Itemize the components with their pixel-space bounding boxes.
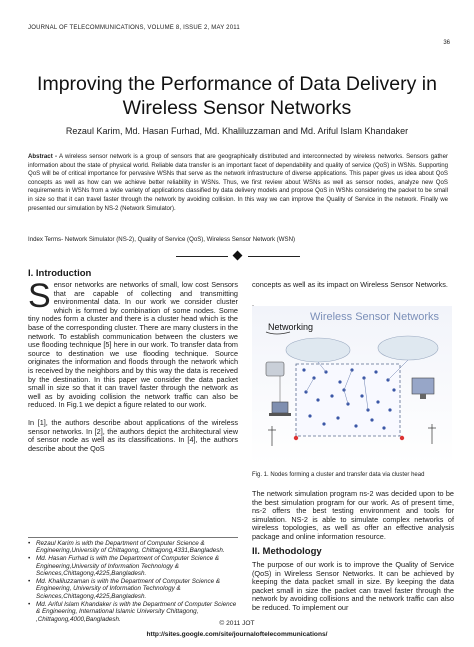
figure-caption: Fig. 1. Nodes forming a cluster and tran… <box>252 472 425 478</box>
abstract-text: A wireless sensor network is a group of … <box>28 153 448 212</box>
paper-title: Improving the Performance of Data Delive… <box>37 73 437 119</box>
right-paragraph-1: The network simulation program ns-2 was … <box>252 489 454 541</box>
intro-paragraph-2: In [1], the authors describe about appli… <box>28 417 238 453</box>
cluster-area <box>285 337 351 363</box>
laptop-icon <box>271 401 289 414</box>
authors: Rezaul Karim, Md. Hasan Furhad, Md. Khal… <box>65 126 409 136</box>
monitor-icon <box>411 377 435 395</box>
section-divider <box>176 250 300 261</box>
index-terms: Index Terms- Network Simulator (NS-2), Q… <box>28 236 296 243</box>
figure-1: Wireless Sensor Networks Networking <box>252 306 452 464</box>
wsn-diagram: Wireless Sensor Networks Networking <box>252 306 452 464</box>
footnotes: Rezaul Karim is with the Department of C… <box>28 540 238 623</box>
footnote-rule <box>28 537 238 538</box>
section-heading-methodology: II. Methodology <box>252 546 322 557</box>
methodology-paragraph: The purpose of our work is to improve th… <box>252 560 454 612</box>
gateway-icon <box>265 361 285 377</box>
footnote: Md. Ariful Islam Khandaker is with the D… <box>28 601 238 623</box>
footnote: Md. Khaliluzzaman is with the Department… <box>28 578 238 600</box>
journal-header: JOURNAL OF TELECOMMUNICATIONS, VOLUME 8,… <box>28 25 240 31</box>
cluster-area <box>377 335 439 361</box>
label-networking: Networking <box>268 322 313 332</box>
sensor-field <box>295 363 401 437</box>
footnote: Rezaul Karim is with the Department of C… <box>28 540 238 555</box>
copyright: © 2011 JOT <box>219 620 255 627</box>
diamond-icon <box>232 250 243 261</box>
antenna-icon <box>268 424 436 446</box>
abstract-label: Abstract - <box>28 153 58 160</box>
stray-dot: . <box>252 299 255 308</box>
diagram-title: Wireless Sensor Networks <box>310 311 439 323</box>
drop-cap: S <box>28 277 51 315</box>
page-number: 36 <box>443 40 450 46</box>
abstract: Abstract - A wireless sensor network is … <box>28 153 448 213</box>
section-heading-introduction: I. Introduction <box>28 268 92 279</box>
right-column: The network simulation program ns-2 was … <box>252 489 454 551</box>
journal-url[interactable]: http://sites.google.com/site/journalofte… <box>146 631 328 638</box>
right-para-continued: concepts as well as its impact on Wirele… <box>252 280 448 289</box>
footnote: Md. Hasan Furhad is with the Department … <box>28 555 238 577</box>
methodology-text: The purpose of our work is to improve th… <box>252 560 454 622</box>
